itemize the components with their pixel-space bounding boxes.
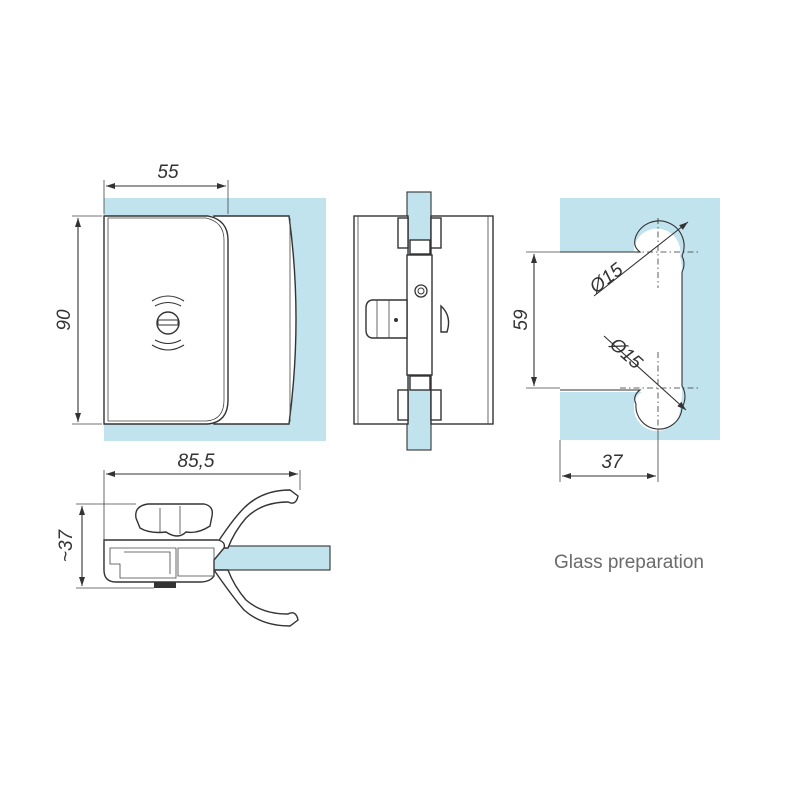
clamp-insert <box>406 254 433 376</box>
side-view <box>353 191 494 451</box>
screw-icon <box>151 295 185 351</box>
front-view: 55 90 <box>54 162 326 441</box>
dimension-front-height: 90 <box>54 309 75 331</box>
clamp-right-body <box>213 215 297 425</box>
wall-arm-lower <box>212 569 299 627</box>
dimension-side-height: ~37 <box>56 528 77 562</box>
caption-glass-preparation: Glass preparation <box>554 552 704 573</box>
dimension-side-width: 85,5 <box>178 451 215 472</box>
adjust-knob-top <box>135 503 214 537</box>
dimension-hole-offset: 37 <box>601 452 624 473</box>
clamp-body-top <box>103 539 226 583</box>
wall-arm-upper <box>212 489 299 549</box>
leader-lower-hole <box>603 335 687 411</box>
adjust-knob <box>365 299 408 339</box>
glass-sheet <box>560 198 720 440</box>
leader-upper-hole <box>593 221 689 297</box>
gasket <box>154 582 176 588</box>
bolt-icon <box>414 284 428 298</box>
glass-cutout-edge <box>560 220 686 430</box>
top-view: 85,5 ~37 <box>56 451 331 627</box>
dimension-hole-spacing: 59 <box>511 309 532 331</box>
dimension-front-width: 55 <box>157 162 179 183</box>
hole-upper-diameter: Ø15 <box>585 259 627 299</box>
glass-preparation: Ø15 Ø15 59 37 <box>511 198 720 482</box>
